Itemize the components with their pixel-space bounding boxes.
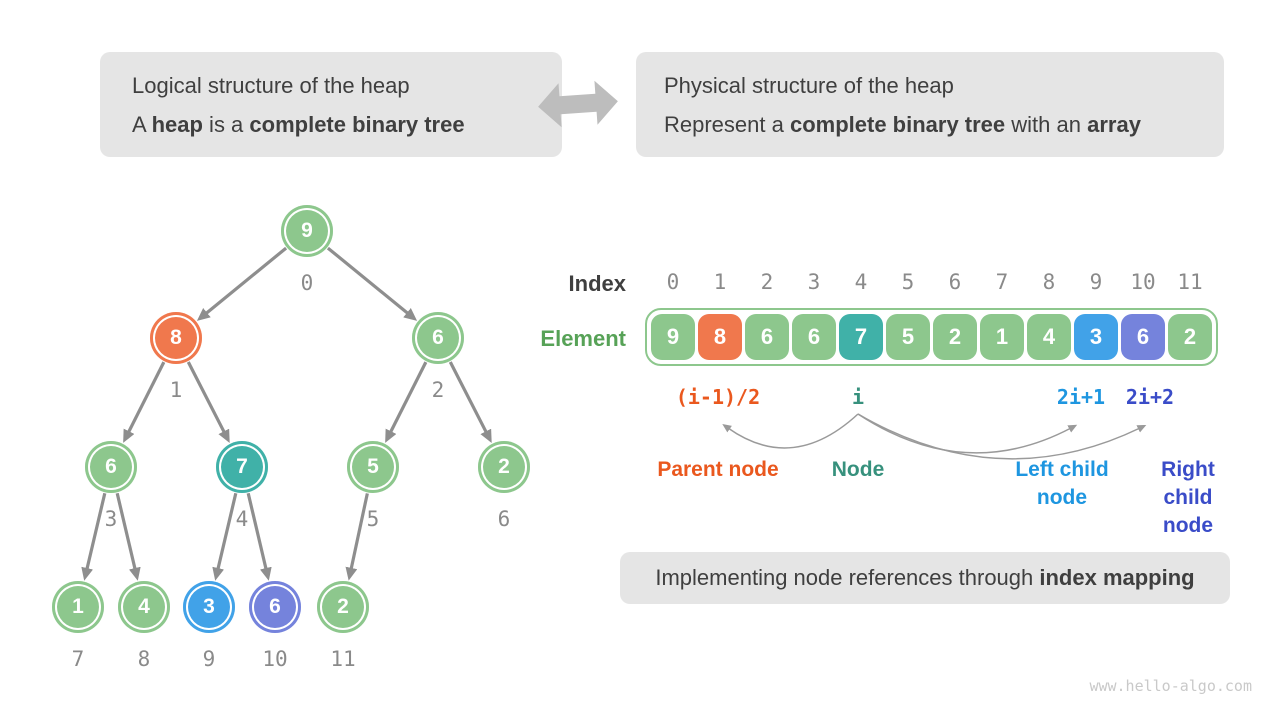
tree-node-11: 2 [317,581,369,633]
tree-node-3: 6 [85,441,137,493]
mapping-arrow [857,413,1078,454]
tree-node-index-label: 5 [366,507,380,531]
array-index: 6 [948,270,962,294]
array-index: 1 [713,270,727,294]
array-element: 2 [933,314,977,360]
watermark: www.hello-algo.com [1089,677,1252,695]
mapping-label: Node [831,458,885,481]
index-mapping-callout: Implementing node references through ind… [620,552,1230,604]
array-element: 3 [1074,314,1118,360]
array-element: 5 [886,314,930,360]
tree-node-6: 2 [478,441,530,493]
tree-edge [123,361,166,443]
index-mapping-arrows [722,413,1147,460]
tree-edge [212,492,238,581]
tree-edge [345,493,369,581]
array-index: 5 [901,270,915,294]
mapping-formula: 2i+1 [1056,385,1106,409]
array-index: 11 [1177,270,1203,294]
array-element: 6 [792,314,836,360]
callout-line: Physical structure of the heap [664,72,954,98]
callout-line: Logical structure of the heap [132,72,410,98]
mapping-label: Parent node [657,458,779,481]
tree-node-8: 4 [118,581,170,633]
tree-node-index-label: 10 [262,647,288,671]
array-index: 9 [1089,270,1103,294]
tree-node-index-label: 6 [497,507,511,531]
array-element: 8 [698,314,742,360]
mapping-label: Right child node [1161,458,1215,537]
callout-line: A heap is a complete binary tree [132,111,465,137]
tree-edge [385,361,428,443]
mapping-formula: i [851,385,865,409]
element-row-label: Element [540,326,626,351]
tree-edge [186,361,230,443]
array-index: 3 [807,270,821,294]
array-element: 7 [839,314,883,360]
callout-line: Implementing node references through ind… [655,565,1195,590]
array-element: 1 [980,314,1024,360]
tree-node-0: 9 [281,205,333,257]
tree-edge [115,492,141,581]
tree-edge [246,492,272,581]
double-arrow-icon [538,80,618,128]
array-element: 2 [1168,314,1212,360]
logical-structure-callout: Logical structure of the heap A heap is … [100,52,562,157]
tree-node-9: 3 [183,581,235,633]
tree-node-10: 6 [249,581,301,633]
tree-node-index-label: 4 [235,507,249,531]
physical-structure-callout: Physical structure of the heap Represent… [636,52,1224,157]
index-row: 0 1 2 3 4 5 6 7 8 9 10 11 [651,270,1212,294]
mapping-label: Left child node [1015,458,1109,509]
mapping-arrow [857,413,1147,460]
array-index: 8 [1042,270,1056,294]
tree-edge [81,492,107,581]
tree-node-4: 7 [216,441,268,493]
tree-edge [196,246,288,321]
tree-edge [326,246,418,321]
mapping-arrow [722,413,859,449]
array-index: 7 [995,270,1009,294]
mapping-formula: (i-1)/2 [675,385,761,409]
tree-edge [448,361,492,443]
tree-node-index-label: 11 [330,647,356,671]
tree-node-index-label: 0 [300,271,314,295]
array-index: 10 [1130,270,1156,294]
mapping-formula: 2i+2 [1125,385,1175,409]
array-element: 6 [745,314,789,360]
index-row-label: Index [568,271,626,296]
array-element: 9 [651,314,695,360]
tree-node-index-label: 3 [104,507,118,531]
array-element: 4 [1027,314,1071,360]
tree-edges [81,246,492,581]
tree-node-5: 5 [347,441,399,493]
array-index: 2 [760,270,774,294]
tree-node-index-label: 7 [71,647,85,671]
tree-node-index-label: 2 [431,378,445,402]
tree-node-1: 8 [150,312,202,364]
tree-node-index-label: 8 [137,647,151,671]
callout-line: Represent a complete binary tree with an… [664,111,1141,137]
tree-node-index-label: 9 [202,647,216,671]
array-index: 4 [854,270,868,294]
tree-node-2: 6 [412,312,464,364]
tree-node-index-label: 1 [169,378,183,402]
array-index: 0 [666,270,680,294]
tree-node-7: 1 [52,581,104,633]
array-element: 6 [1121,314,1165,360]
